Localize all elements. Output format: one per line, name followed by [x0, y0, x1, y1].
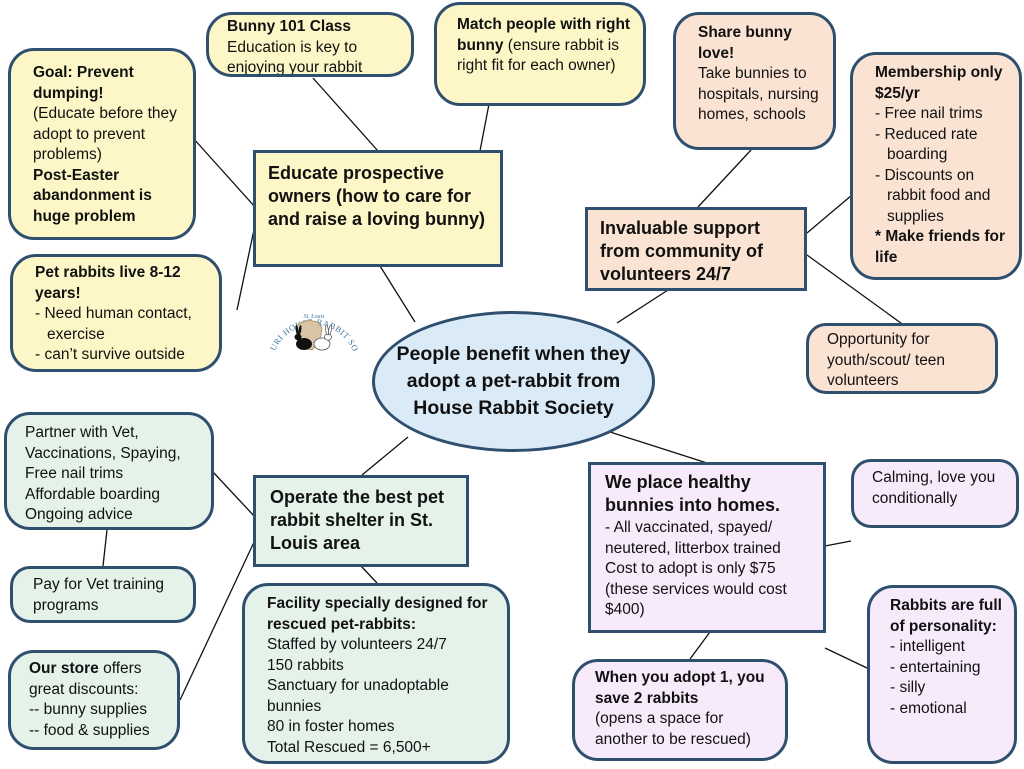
store-item: -- food & supplies — [29, 721, 150, 739]
central-idea-text: People benefit when they adopt a pet-rab… — [396, 343, 631, 419]
match-box: Match people with right bunny (ensure ra… — [434, 2, 646, 106]
connector-line — [806, 254, 906, 327]
adopt-one-box: When you adopt 1, you save 2 rabbits (op… — [572, 659, 788, 761]
membership-item: - Reduced rate boarding — [875, 125, 978, 164]
membership-title: Membership only $25/yr — [875, 64, 1003, 102]
connector-line — [609, 431, 708, 464]
vet-box: Partner with Vet, Vaccinations, Spaying,… — [4, 412, 214, 530]
connector-line — [479, 103, 490, 152]
personality-item: - silly — [890, 679, 926, 696]
goal-title: Goal: Prevent dumping! — [33, 64, 134, 102]
connector-line — [361, 436, 409, 476]
membership-footer: * Make friends for life — [875, 228, 1006, 266]
hub-place-line: - All vaccinated, spayed/ neutered, litt… — [605, 519, 781, 557]
goal-box: Goal: Prevent dumping! (Educate before t… — [8, 48, 196, 240]
calming-box: Calming, love you conditionally — [851, 459, 1019, 528]
share-box: Share bunny love! Take bunnies to hospit… — [673, 12, 836, 150]
hub-shelter-text: Operate the best pet rabbit shelter in S… — [270, 487, 445, 553]
connector-line — [616, 289, 669, 324]
rabbit-logo-icon: MISSOURI HOUSE RABBIT SOCIETY St. Louis — [258, 274, 360, 353]
connector-line — [236, 224, 256, 311]
hub-educate-text: Educate prospective owners (how to care … — [268, 163, 486, 229]
connector-line — [312, 77, 379, 152]
store-text: offers great discounts: — [29, 660, 142, 698]
logo-subtext: St. Louis — [303, 314, 325, 320]
connector-line — [697, 149, 752, 208]
lifespan-title: Pet rabbits live 8-12 years! — [35, 264, 181, 302]
hub-support: Invaluable support from community of vol… — [585, 207, 807, 291]
connector-line — [379, 265, 416, 323]
vet-line: Affordable boarding — [25, 485, 161, 503]
store-bold: Our store — [29, 660, 99, 677]
vet-line: Free nail trims — [25, 465, 124, 482]
vet-training-box: Pay for Vet training programs — [10, 566, 196, 623]
connector-line — [824, 540, 852, 547]
vet-line: Partner with Vet, — [25, 424, 139, 441]
calming-text: Calming, love you conditionally — [872, 469, 996, 507]
connector-line — [824, 647, 868, 669]
personality-box: Rabbits are full of personality: - intel… — [867, 585, 1017, 764]
membership-item: - Discounts on rabbit food and supplies — [875, 166, 991, 225]
share-title: Share bunny love! — [698, 24, 792, 62]
personality-item: - intelligent — [890, 638, 965, 655]
vet-line: Vaccinations, Spaying, — [25, 444, 181, 462]
facility-line: Staffed by volunteers 24/7 — [267, 636, 447, 653]
bunny-101-text: Education is key to enjoying your rabbit — [227, 38, 363, 76]
match-text: (ensure rabbit is right fit for each own… — [457, 36, 619, 75]
store-item: -- bunny supplies — [29, 701, 148, 718]
hub-educate: Educate prospective owners (how to care … — [253, 150, 503, 267]
match-bold: Match people with right bunny — [457, 16, 631, 54]
facility-line: 80 in foster homes — [267, 718, 395, 735]
adopt-one-text: (opens a space for another to be rescued… — [595, 710, 751, 748]
connector-line — [192, 137, 256, 208]
central-idea-ellipse: People benefit when they adopt a pet-rab… — [372, 311, 655, 452]
facility-line: Sanctuary for unadoptable bunnies — [267, 677, 449, 715]
membership-box: Membership only $25/yr - Free nail trims… — [850, 52, 1022, 280]
facility-line: 150 rabbits — [267, 656, 344, 674]
connector-line — [806, 194, 853, 234]
hub-place-line: (these services would cost $400) — [605, 580, 787, 619]
lifespan-item: - Need human contact, exercise — [35, 305, 192, 343]
lifespan-item: - can’t survive outside — [35, 346, 185, 363]
hub-place: We place healthy bunnies into homes. - A… — [588, 462, 826, 633]
connector-line — [360, 565, 378, 584]
lifespan-box: Pet rabbits live 8-12 years! - Need huma… — [10, 254, 222, 372]
personality-title: Rabbits are full of personality: — [890, 597, 1002, 635]
hub-place-title: We place healthy bunnies into homes. — [605, 472, 781, 515]
vet-training-text: Pay for Vet training programs — [33, 576, 164, 614]
bunny-101-box: Bunny 101 Class Education is key to enjo… — [206, 12, 414, 77]
youth-text: Opportunity for youth/scout/ teen volunt… — [827, 331, 946, 389]
hub-support-text: Invaluable support from community of vol… — [600, 218, 764, 284]
vet-line: Ongoing advice — [25, 506, 133, 523]
membership-item: - Free nail trims — [875, 105, 983, 122]
goal-footer: Post-Easter abandonment is huge problem — [33, 166, 152, 225]
connector-line — [689, 631, 711, 660]
bunny-101-title: Bunny 101 Class — [227, 18, 352, 35]
connector-line — [212, 471, 256, 518]
hub-shelter: Operate the best pet rabbit shelter in S… — [253, 475, 469, 567]
personality-item: - entertaining — [890, 658, 981, 676]
connector-line — [102, 529, 108, 567]
house-rabbit-society-logo: MISSOURI HOUSE RABBIT SOCIETY St. Louis — [258, 274, 366, 368]
adopt-one-title: When you adopt 1, you save 2 rabbits — [595, 669, 765, 707]
youth-box: Opportunity for youth/scout/ teen volunt… — [806, 323, 998, 394]
personality-item: - emotional — [890, 699, 967, 717]
store-box: Our store offers great discounts: -- bun… — [8, 650, 180, 750]
facility-title: Facility specially designed for rescued … — [267, 595, 488, 633]
goal-text: (Educate before they adopt to prevent pr… — [33, 105, 177, 163]
hub-place-line: Cost to adopt is only $75 — [605, 560, 776, 577]
facility-box: Facility specially designed for rescued … — [242, 583, 510, 764]
connector-line — [179, 539, 256, 701]
facility-line: Total Rescued = 6,500+ — [267, 738, 431, 756]
share-text: Take bunnies to hospitals, nursing homes… — [698, 65, 819, 123]
